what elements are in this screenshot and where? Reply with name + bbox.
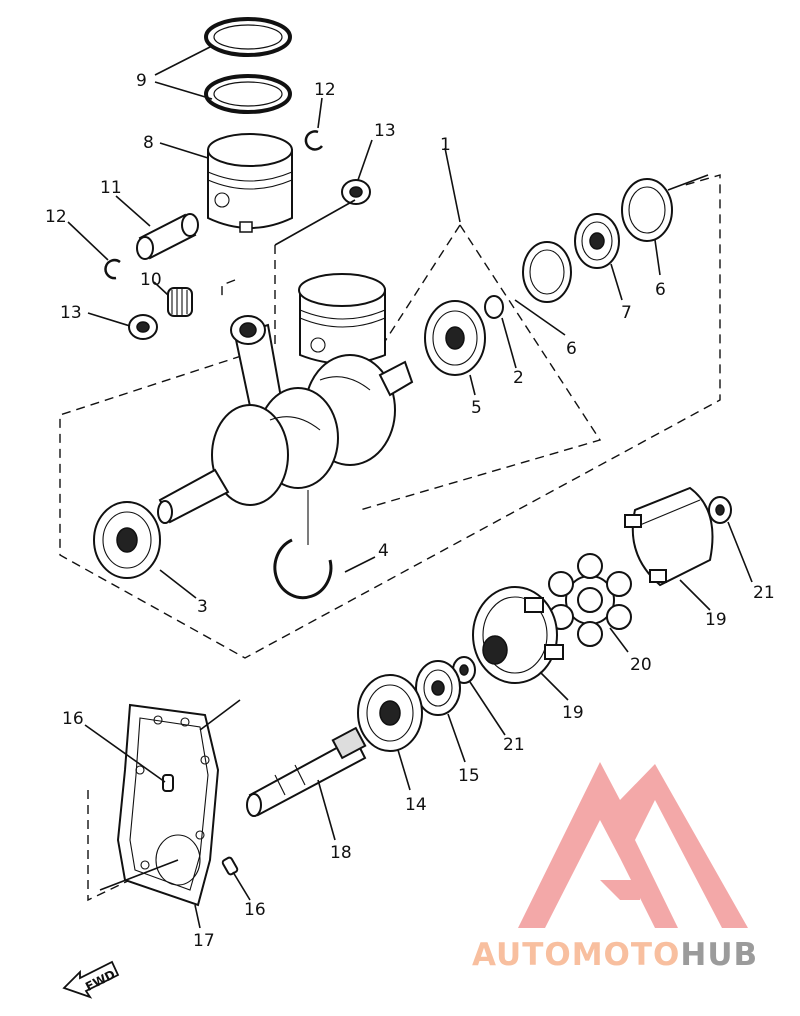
callout-13-left: 13: [60, 303, 82, 323]
coupling-half-19-upper: [624, 486, 714, 587]
washer-21-upper: [708, 496, 732, 524]
watermark-text-hub: HUB: [680, 937, 758, 973]
washer-upper: [341, 179, 371, 205]
callout-labels: 1 2 3 4 5 6 6 7 8 9 10 11 12 12 13 13 14…: [45, 71, 775, 951]
callout-1: 1: [440, 135, 451, 155]
oil-seal-6-lower: [522, 241, 572, 303]
callout-16-lower: 16: [244, 900, 266, 920]
washer-left: [128, 314, 158, 340]
callout-15: 15: [458, 766, 480, 786]
callout-19-upper: 19: [705, 610, 727, 630]
callout-18: 18: [330, 843, 352, 863]
callout-5: 5: [471, 398, 482, 418]
callout-11: 11: [100, 178, 122, 198]
callout-13-upper: 13: [374, 121, 396, 141]
rubber-damper-20: [548, 553, 632, 647]
callout-7: 7: [621, 303, 632, 323]
svg-text:AUTOMOTOHUB: AUTOMOTOHUB: [472, 937, 758, 973]
callout-3: 3: [197, 597, 208, 617]
drive-shaft-18: [246, 726, 367, 817]
callout-12-left: 12: [45, 207, 67, 227]
circlip-4: [273, 538, 333, 600]
watermark: AUTOMOTOHUB: [472, 762, 758, 973]
bearing-15: [415, 660, 461, 716]
callout-6-lower: 6: [566, 339, 577, 359]
callout-17: 17: [193, 931, 215, 951]
callout-9: 9: [136, 71, 147, 91]
callout-6-upper: 6: [655, 280, 666, 300]
callout-8: 8: [143, 133, 154, 153]
bearing-7: [574, 213, 620, 269]
fwd-direction-marker: FWD: [62, 960, 120, 999]
dowel-pin-16-lower: [221, 856, 239, 876]
dowel-pin-16-upper: [162, 774, 174, 792]
circlip-left: [104, 258, 121, 280]
callout-21-lower: 21: [503, 735, 525, 755]
bearing-3: [93, 501, 161, 579]
coupling-half-19-lower: [472, 586, 564, 684]
watermark-text-automoto: AUTOMOTO: [472, 937, 680, 973]
callout-4: 4: [378, 541, 389, 561]
piston-ring-upper: [204, 17, 292, 57]
callout-12-right: 12: [314, 80, 336, 100]
callout-10: 10: [140, 270, 162, 290]
callout-16-upper: 16: [62, 709, 84, 729]
ring-2: [484, 295, 504, 319]
callout-19-lower: 19: [562, 703, 584, 723]
callout-14: 14: [405, 795, 427, 815]
callout-21-upper: 21: [753, 583, 775, 603]
circlip-right: [304, 130, 323, 151]
piston: [207, 133, 293, 233]
callout-20: 20: [630, 655, 652, 675]
piston-pin: [136, 213, 199, 260]
watermark-logo-icon: [518, 762, 748, 928]
bearing-14: [357, 674, 423, 752]
gasket-17: [116, 703, 220, 907]
bearing-5: [424, 300, 486, 376]
piston-ring-lower: [204, 74, 292, 114]
oil-seal-6-upper: [621, 178, 673, 242]
needle-bearing: [167, 287, 193, 317]
leader-lines: [67, 45, 753, 929]
crankshaft-assembly: [157, 273, 414, 524]
callout-2: 2: [513, 368, 524, 388]
